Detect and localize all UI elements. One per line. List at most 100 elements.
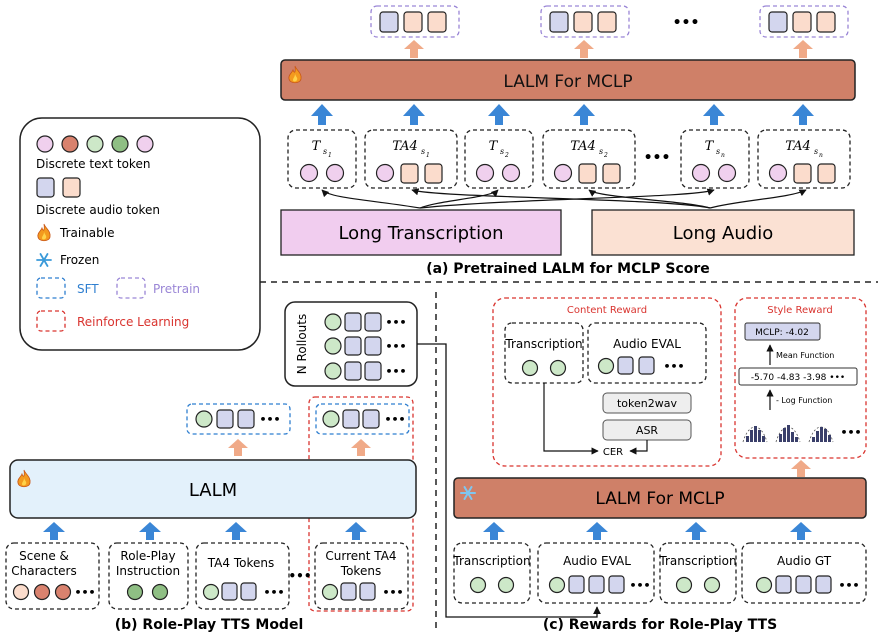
c-input-transcription-1: Transcription [452,542,531,604]
blue-arrows-b [43,522,367,540]
mean-function-label: Mean Function [776,351,834,360]
ta4sn-label-sub: s [814,147,818,156]
cr-audio-ellipsis: ••• [663,360,684,373]
mclp-value: MCLP: -4.02 [755,328,809,338]
legend-fire-icon [37,223,51,242]
rollouts-to-rewards-line [417,343,601,618]
ta4sn-label-subsub: n [819,152,823,159]
c-audio-eval-ellipsis: ••• [629,579,650,592]
instruction-label-2: Instruction [116,564,180,578]
tsn-label-main: T [705,139,715,154]
style-reward-title: Style Reward [767,305,833,316]
cr-transcription-label: Transcription [504,337,582,351]
ts1-label-subsub: 1 [328,152,332,159]
current-ta4-ellipsis: ••• [382,586,403,599]
asr-label: ASR [636,424,659,437]
scene-label-1: Scene & [19,549,69,563]
c-audio-gt-label: Audio GT [777,554,832,568]
scene-ellipsis: ••• [74,586,95,599]
top-output-group-3 [759,5,849,38]
current-ta4-label-2: Tokens [340,564,381,578]
c-audio-eval-label: Audio EVAL [563,554,631,568]
long-transcription-label: Long Transcription [338,223,503,244]
lalm-mclp-bar-c [453,477,867,519]
histogram-icons [742,425,834,443]
legend-frozen: Frozen [60,253,99,267]
fire-icon [288,65,302,84]
rl-output-ellipsis: ••• [384,413,405,426]
legend-sft: SFT [77,282,99,296]
top-output-group-2 [540,5,630,38]
input-scene-characters: Scene & Characters ••• [5,542,100,610]
scene-label-2: Characters [11,564,77,578]
legend-rl: Reinforce Learning [77,315,189,329]
token2wav-box [602,392,692,414]
legend-discrete-text: Discrete text token [36,157,150,171]
ta4s1-label-subsub: 1 [426,152,430,159]
rollout-ellipsis-1: ••• [385,316,406,329]
lalm-mclp-bar-a [280,59,856,101]
token-group-ta4s2: TA4 s 2 [542,129,636,189]
caption-c: (c) Rewards for Role-Play TTS [543,617,777,633]
legend: Discrete text token Discrete audio token… [19,117,261,351]
caption-a: (a) Pretrained LALM for MCLP Score [426,261,710,277]
rl-output-box-inner [315,403,410,435]
style-ellipsis: ••• [840,426,861,439]
input-current-ta4: Current TA4 Tokens ••• [314,542,409,610]
tsn-label-sub: s [716,147,720,156]
sft-output-ellipsis: ••• [259,413,280,426]
c-transcription-2-label: Transcription [658,554,736,568]
content-reward-box [492,297,722,467]
mclp-value-box [744,322,821,341]
legend-pretrain: Pretrain [153,282,200,296]
rollout-rows: ••• ••• ••• [324,312,407,381]
ta4sn-label-main: TA4 [785,139,811,154]
input-gap-ellipsis: ••• [288,569,311,583]
cr-audio-eval-label: Audio EVAL [613,337,681,351]
ts1-label-main: T [312,139,322,154]
c-input-audio-eval: Audio EVAL ••• [537,542,655,604]
token-group-tsn: T s n [680,129,750,189]
blue-arrows-a [311,104,814,125]
ta4s1-label-main: TA4 [392,139,418,154]
top-ellipsis: ••• [673,15,700,31]
peach-arrow-c [791,460,811,477]
values-text: -5.70 -4.83 -3.98 ••• [751,373,845,383]
token-group-ts1: T s 1 [287,129,357,189]
token-group-ta4sn: TA4 s n [757,129,851,189]
input-ta4-tokens: TA4 Tokens ••• [195,542,290,610]
blue-arrows-c [483,522,812,540]
peach-arrow-2 [574,40,594,58]
panel-b: N Rollouts ••• ••• ••• ••• ••• [5,301,601,633]
values-box [738,367,858,386]
snowflake-icon [460,486,476,500]
rollouts-label: N Rollouts [295,314,309,375]
instruction-label-1: Role-Play [120,549,175,563]
c-input-audio-gt: Audio GT ••• [741,542,867,604]
long-audio-label: Long Audio [673,223,773,244]
lalm-bar-b [9,459,417,519]
rollout-ellipsis-3: ••• [385,365,406,378]
input-roleplay-instruction: Role-Play Instruction [108,542,189,610]
ts1-label-sub: s [323,147,327,156]
long-transcription-box [280,209,562,256]
c-transcription-1-label: Transcription [452,554,530,568]
token2wav-label: token2wav [617,397,677,410]
sft-output-box [186,403,291,435]
lalm-label-b: LALM [189,480,237,501]
lalm-mclp-label-c: LALM For MCLP [595,489,724,509]
ta4-tokens-label: TA4 Tokens [207,556,274,570]
peach-arrow-b2 [351,439,371,456]
split-arrows [321,188,807,209]
ts2-label-subsub: 2 [504,152,509,159]
peach-arrow-3 [793,40,813,58]
peach-arrow-1 [404,40,424,58]
ts2-label-main: T [489,139,499,154]
ta4s2-label-main: TA4 [570,139,596,154]
c-input-transcription-2: Transcription [658,542,737,604]
token-group-ta4s1: TA4 s 1 [364,129,458,189]
ta4s1-label-sub: s [421,147,425,156]
panel-a: ••• LALM For MCLP T [280,5,856,277]
ts2-label-sub: s [500,147,504,156]
panel-c: Content Reward Transcription Audio EVAL … [452,297,867,633]
